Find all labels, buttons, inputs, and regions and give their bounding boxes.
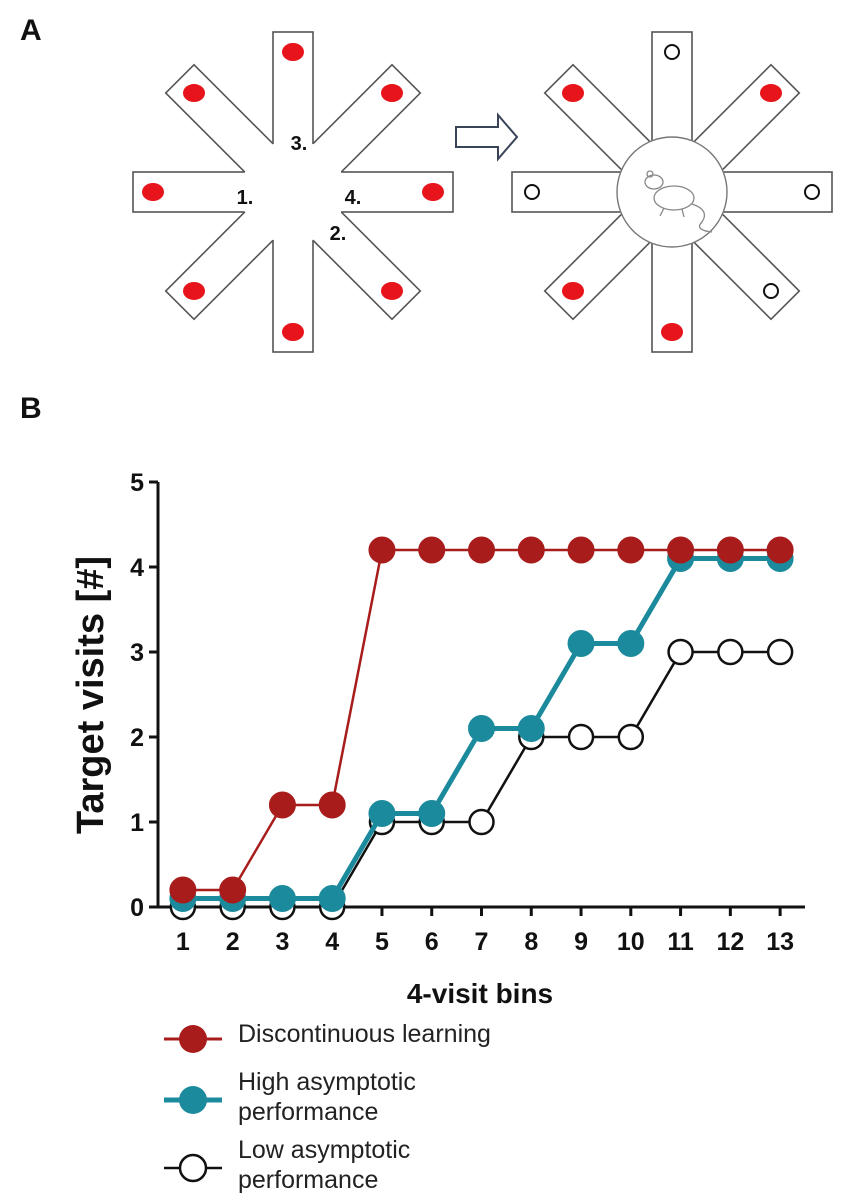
empty-arm-marker	[664, 44, 680, 60]
data-point-discontinuous	[468, 536, 495, 564]
legend-marker-low	[164, 1153, 222, 1183]
x-tick-label: 6	[425, 928, 439, 956]
y-axis-label: Target visits [#]	[70, 556, 112, 834]
y-tick-label: 0	[130, 894, 144, 922]
chart-series	[169, 536, 794, 921]
x-axis-label: 4-visit bins	[407, 978, 553, 1009]
food-pellet	[422, 183, 444, 201]
food-pellet	[562, 281, 585, 300]
legend-item-low: Low asymptotic performance	[160, 1135, 558, 1195]
radial-maze-diagram: 1. 2. 3. 4.	[132, 31, 833, 353]
food-pellet	[380, 281, 403, 300]
food-pellet	[282, 323, 304, 341]
data-point-discontinuous	[617, 536, 645, 564]
x-tick-label: 1	[176, 928, 190, 956]
legend-item-high: High asymptotic performance	[160, 1067, 558, 1127]
x-tick-label: 10	[617, 928, 645, 956]
food-pellet	[183, 84, 206, 103]
x-tick-label: 8	[524, 928, 538, 956]
maze-arm-number: 4.	[345, 187, 362, 209]
data-point-low	[567, 723, 595, 751]
x-tick-label: 9	[574, 928, 588, 956]
series-discontinuous	[169, 536, 794, 904]
data-point-low	[468, 808, 495, 836]
x-tick-label: 7	[475, 928, 489, 956]
y-tick-label: 3	[130, 639, 144, 667]
data-point-discontinuous	[517, 536, 545, 564]
legend-label-high: High asymptotic performance	[238, 1068, 416, 1126]
food-pellet	[562, 84, 585, 103]
data-point-discontinuous	[766, 536, 794, 564]
maze-arm-number: 1.	[237, 187, 254, 209]
right-arrow-icon	[455, 112, 519, 162]
x-tick-label: 11	[667, 928, 694, 956]
data-point-discontinuous	[418, 536, 446, 564]
maze-arm-number: 3.	[291, 133, 308, 155]
food-pellet	[380, 84, 403, 103]
panel-a-label: A	[20, 14, 42, 47]
data-point-high	[468, 715, 495, 742]
x-tick-label: 3	[275, 928, 289, 956]
series-high	[169, 545, 794, 912]
data-point-high	[368, 800, 396, 827]
data-point-high	[318, 885, 346, 912]
legend-marker-high	[164, 1086, 222, 1114]
data-point-low	[717, 638, 744, 666]
maze-arm-number: 2.	[330, 223, 347, 245]
data-point-low	[667, 638, 694, 666]
data-point-discontinuous	[318, 791, 346, 819]
x-tick-label: 2	[226, 928, 240, 956]
data-point-discontinuous	[219, 876, 247, 904]
data-point-high	[268, 885, 296, 912]
food-pellet	[183, 281, 206, 300]
food-pellet	[142, 183, 164, 201]
data-point-discontinuous	[268, 791, 296, 819]
data-point-low	[617, 723, 645, 751]
empty-arm-marker	[762, 282, 779, 299]
data-point-discontinuous	[567, 536, 595, 564]
y-tick-label: 5	[130, 469, 144, 497]
data-point-discontinuous	[169, 876, 197, 904]
data-point-high	[418, 800, 446, 827]
empty-arm-marker	[524, 184, 540, 200]
y-tick-label: 1	[130, 809, 144, 837]
maze-before: 1. 2. 3. 4.	[132, 31, 454, 353]
food-pellet	[759, 84, 782, 103]
series-line-low	[182, 650, 781, 909]
legend-marker-discontinuous	[164, 1025, 222, 1053]
data-point-discontinuous	[368, 536, 396, 564]
x-tick-label: 5	[375, 928, 389, 956]
legend-item-discontinuous: Discontinuous learning	[160, 1019, 558, 1059]
data-point-high	[567, 630, 595, 657]
data-point-low	[766, 638, 794, 666]
maze-hub-outline	[616, 136, 728, 248]
x-tick-label: 4	[325, 928, 339, 956]
y-tick-label: 4	[130, 554, 144, 582]
legend-label-discontinuous: Discontinuous learning	[238, 1020, 491, 1048]
data-point-high	[517, 715, 545, 742]
food-pellet	[661, 323, 683, 341]
panel-b-label: B	[20, 392, 42, 425]
data-point-discontinuous	[667, 536, 695, 564]
rat-icon	[644, 170, 713, 233]
maze-hub	[241, 140, 345, 244]
series-low	[169, 638, 794, 921]
food-pellet	[282, 43, 304, 61]
x-tick-label: 13	[766, 928, 794, 956]
x-tick-label: 12	[716, 928, 744, 956]
legend-label-low: Low asymptotic performance	[238, 1136, 411, 1194]
data-point-discontinuous	[716, 536, 744, 564]
y-tick-label: 2	[130, 724, 144, 752]
maze-after	[511, 31, 833, 353]
data-point-high	[617, 630, 645, 657]
empty-arm-marker	[804, 184, 820, 200]
